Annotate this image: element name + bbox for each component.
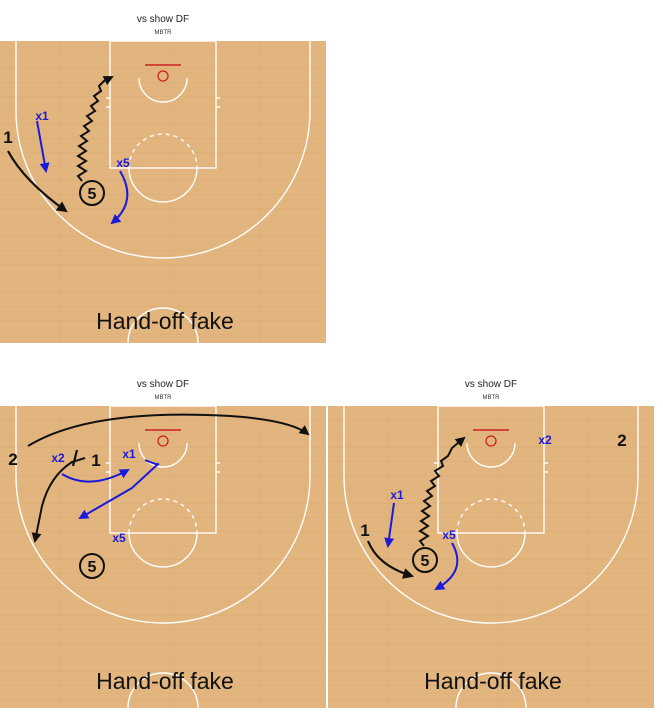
- play-panel-2: vs show DF MBTR 2 1 5 x2 x1 x5 Hand-off …: [0, 370, 326, 716]
- caption: Hand-off fake: [424, 668, 562, 694]
- defender-x1-label: x1: [390, 488, 404, 502]
- player-1-label: 1: [3, 128, 12, 147]
- panel-title: vs show DF: [464, 379, 518, 390]
- player-5-label: 5: [88, 186, 97, 203]
- rim: [485, 435, 497, 447]
- defender-move-path: [78, 459, 160, 519]
- player-5-circle: [79, 553, 105, 579]
- player-5-circle: [412, 547, 438, 573]
- defender-x5-label: x5: [116, 156, 130, 170]
- court-lines: [15, 41, 311, 343]
- player-5-label: 5: [421, 553, 430, 570]
- panel-subtitle: MBTR: [482, 395, 500, 401]
- player-5-label: 5: [88, 559, 97, 576]
- defender-move-path: [61, 469, 130, 483]
- cut-path: [7, 150, 68, 213]
- rim: [157, 70, 169, 82]
- defender-x2-label: x2: [538, 433, 552, 447]
- court-floor: [328, 406, 654, 708]
- defender-x5-label: x5: [442, 528, 456, 542]
- player-1-label: 1: [360, 521, 369, 540]
- caption: Hand-off fake: [96, 668, 234, 694]
- player-5-circle: [79, 180, 105, 206]
- dribble-path: [418, 436, 466, 547]
- defender-x2-label: x2: [51, 451, 65, 465]
- player-1-label: 1: [91, 451, 100, 470]
- cut-path: [27, 413, 310, 447]
- defender-move-path: [384, 502, 395, 548]
- court-floor: [0, 406, 326, 708]
- defender-x1-label: x1: [122, 447, 136, 461]
- court-floor: [0, 41, 326, 343]
- court-diagram: 1 5 x1 x5 Hand-off fake: [0, 41, 326, 343]
- dribble-path: [76, 76, 114, 182]
- play-panel-3: vs show DF MBTR 2 1 5 x2 x1 x5 Hand-off …: [328, 370, 654, 716]
- panel-subtitle: MBTR: [154, 395, 172, 401]
- defender-x1-label: x1: [35, 109, 49, 123]
- panel-subtitle: MBTR: [154, 30, 172, 36]
- defender-move-path: [110, 170, 129, 225]
- defender-x5-label: x5: [112, 531, 126, 545]
- player-2-label: 2: [8, 450, 17, 469]
- court-diagram: 2 1 5 x2 x1 x5 Hand-off fake: [328, 406, 654, 708]
- court-lines: [15, 406, 311, 708]
- panel-title: vs show DF: [136, 379, 190, 390]
- cut-path: [366, 540, 415, 579]
- screen-cut-path: [31, 457, 86, 543]
- caption: Hand-off fake: [96, 308, 234, 334]
- player-2-label: 2: [617, 431, 626, 450]
- defender-move-path: [36, 120, 50, 173]
- panel-title: vs show DF: [136, 14, 190, 25]
- rim: [157, 435, 169, 447]
- screen-mark: [71, 449, 79, 467]
- court-diagram: 2 1 5 x2 x1 x5 Hand-off fake: [0, 406, 326, 708]
- court-lines: [343, 406, 639, 708]
- play-panel-1: vs show DF MBTR 1 5 x1 x5 Hand-off fake: [0, 0, 326, 345]
- defender-move-path: [434, 542, 459, 590]
